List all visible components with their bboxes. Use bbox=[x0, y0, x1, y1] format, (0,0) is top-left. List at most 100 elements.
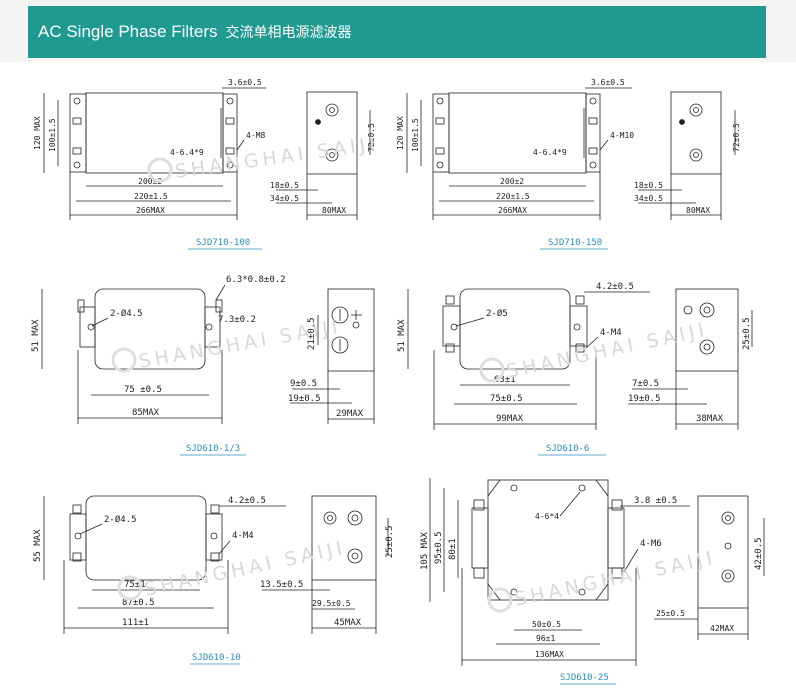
sjd710-100-front-view: 3.6±0.5 120 MAX 100±1.5 4-6.4*9 4-M8 200… bbox=[33, 78, 266, 220]
sjd610-25-dim-50: 50±0.5 bbox=[532, 620, 561, 629]
sjd610-6-dim-38: 38MAX bbox=[696, 414, 724, 424]
sjd610-6-caption: SJD610-6 bbox=[546, 444, 589, 454]
sjd610-1-3-dim-75: 75 ±0.5 bbox=[124, 385, 162, 395]
sjd610-6-dim-75: 75±0.5 bbox=[490, 394, 523, 404]
sjd610-10-dim-75: 75±1 bbox=[124, 580, 146, 590]
sjd610-10-dim-87: 87±0.5 bbox=[122, 598, 155, 608]
sjd610-1-3-dim-7-3: 7.3±0.2 bbox=[218, 315, 256, 325]
sjd610-1-3-dim-85: 85MAX bbox=[132, 408, 160, 418]
banner-title-cn: 交流单相电源滤波器 bbox=[225, 25, 352, 41]
sjd610-25-dim-42max: 42MAX bbox=[710, 624, 734, 633]
sjd710-100-dim-200: 200±2 bbox=[138, 177, 162, 186]
sjd610-10-dim-45: 45MAX bbox=[334, 618, 362, 628]
sjd610-25-dim-3-8: 3.8 ±0.5 bbox=[634, 496, 677, 506]
sjd610-1-3-dim-29: 29MAX bbox=[336, 409, 364, 419]
sjd610-10-side-view: 25±0.5 13.5±0.5 29.5±0.5 45MAX bbox=[260, 495, 395, 634]
sjd610-10-dim-screw: 4-M4 bbox=[232, 531, 254, 541]
drawing-sjd610-6: 4.2±0.5 2-Ø5 4-M4 51 MAX 63±1 75±0.5 99M… bbox=[397, 282, 753, 456]
sjd610-25-dim-25: 25±0.5 bbox=[656, 609, 685, 618]
sjd610-25-caption: SJD610-25 bbox=[560, 673, 609, 683]
sjd610-25-dim-95: 95±0.5 bbox=[434, 531, 444, 564]
svg-text:SHANGHAI SAIJI: SHANGHAI SAIJI bbox=[142, 537, 348, 601]
sjd610-1-3-dim-21: 21±0.5 bbox=[307, 317, 317, 350]
sjd710-150-front-view: 3.6±0.5 120 MAX 100±1.5 4-6.4*9 4-M10 20… bbox=[396, 78, 634, 220]
sjd610-25-dim-42: 42±0.5 bbox=[754, 537, 764, 570]
sjd610-25-dim-80: 80±1 bbox=[448, 538, 458, 560]
header-bar: AC Single Phase Filters 交流单相电源滤波器 bbox=[0, 0, 796, 62]
sjd610-6-side-view: 25±0.5 7±0.5 19±0.5 38MAX bbox=[628, 288, 753, 430]
sjd610-1-3-caption: SJD610-1/3 bbox=[186, 444, 240, 454]
technical-drawings: 3.6±0.5 120 MAX 100±1.5 4-6.4*9 4-M8 200… bbox=[31, 78, 765, 685]
drawing-sjd610-25: 4-6*4 3.8 ±0.5 4-M6 105 MAX 95±0.5 80±1 … bbox=[420, 478, 765, 685]
sjd610-10-dim-25: 25±0.5 bbox=[385, 525, 395, 558]
sjd710-100-dim-220: 220±1.5 bbox=[134, 192, 168, 201]
sjd610-25-side-view: 42±0.5 25±0.5 42MAX bbox=[654, 495, 765, 640]
sjd610-25-front-view: 4-6*4 3.8 ±0.5 4-M6 105 MAX 95±0.5 80±1 … bbox=[420, 478, 690, 666]
sjd710-100-dim-hole: 4-6.4*9 bbox=[170, 148, 204, 157]
sjd710-100-dim-34: 34±0.5 bbox=[270, 194, 299, 203]
sjd610-25-dim-105: 105 MAX bbox=[420, 531, 430, 570]
sjd710-150-dim-200: 200±2 bbox=[500, 177, 524, 186]
sjd610-1-3-dim-19: 19±0.5 bbox=[288, 394, 321, 404]
sjd710-100-dim-3-6: 3.6±0.5 bbox=[228, 78, 262, 87]
sjd710-150-caption: SJD710-150 bbox=[548, 238, 602, 248]
sjd710-100-dim-80: 80MAX bbox=[322, 206, 346, 215]
svg-text:SHANGHAI SAIJI: SHANGHAI SAIJI bbox=[174, 133, 381, 183]
drawing-sjd710-150: 3.6±0.5 120 MAX 100±1.5 4-6.4*9 4-M10 20… bbox=[396, 78, 741, 250]
svg-text:SHANGHAI SAIJI: SHANGHAI SAIJI bbox=[512, 547, 718, 611]
sjd610-1-3-front-view: 6.3*0.8±0.2 2-Ø4.5 7.3±0.2 51 MAX 75 ±0.… bbox=[31, 275, 286, 424]
banner-title-en: AC Single Phase Filters bbox=[38, 22, 218, 41]
sjd710-100-side-view: 72±0.5 18±0.5 34±0.5 80MAX bbox=[270, 91, 376, 220]
sjd610-6-dim-19: 19±0.5 bbox=[628, 394, 661, 404]
sjd710-150-dim-100: 100±1.5 bbox=[411, 118, 420, 152]
sjd710-100-dim-72: 72±0.5 bbox=[367, 123, 376, 152]
sjd610-6-dim-25: 25±0.5 bbox=[742, 317, 752, 350]
sjd610-6-dim-hole: 2-Ø5 bbox=[486, 308, 508, 319]
sjd610-25-dim-screw: 4-M6 bbox=[640, 539, 662, 549]
drawing-sjd710-100: 3.6±0.5 120 MAX 100±1.5 4-6.4*9 4-M8 200… bbox=[33, 78, 376, 250]
sjd610-10-dim-13-5: 13.5±0.5 bbox=[260, 580, 303, 590]
sjd610-1-3-dim-9: 9±0.5 bbox=[290, 379, 317, 389]
sjd610-1-3-dim-slot: 6.3*0.8±0.2 bbox=[226, 275, 286, 285]
sjd710-100-dim-100: 100±1.5 bbox=[48, 118, 57, 152]
sjd710-100-caption: SJD710-100 bbox=[196, 238, 250, 248]
sjd710-100-dim-18: 18±0.5 bbox=[270, 181, 299, 190]
title-banner: AC Single Phase Filters 交流单相电源滤波器 bbox=[28, 6, 766, 58]
sjd710-150-dim-screw: 4-M10 bbox=[610, 131, 634, 140]
sjd610-6-dim-screw: 4-M4 bbox=[600, 328, 622, 338]
sjd710-150-dim-72: 72±0.5 bbox=[732, 123, 741, 152]
sjd710-150-side-view: 72±0.5 18±0.5 34±0.5 80MAX bbox=[634, 91, 741, 220]
drawing-sjd610-1-3: 6.3*0.8±0.2 2-Ø4.5 7.3±0.2 51 MAX 75 ±0.… bbox=[31, 275, 375, 456]
sjd710-150-dim-34: 34±0.5 bbox=[634, 194, 663, 203]
sjd610-10-dim-hole: 2-Ø4.5 bbox=[104, 514, 137, 525]
sjd610-10-dim-29-5: 29.5±0.5 bbox=[312, 599, 351, 608]
sjd610-6-dim-7: 7±0.5 bbox=[632, 379, 659, 389]
sjd710-150-dim-18: 18±0.5 bbox=[634, 181, 663, 190]
sjd610-6-dim-51: 51 MAX bbox=[397, 319, 407, 352]
sjd710-150-dim-220: 220±1.5 bbox=[496, 192, 530, 201]
sjd610-6-front-view: 4.2±0.5 2-Ø5 4-M4 51 MAX 63±1 75±0.5 99M… bbox=[397, 282, 650, 430]
sjd710-150-dim-hole: 4-6.4*9 bbox=[533, 148, 567, 157]
sjd610-25-dim-96: 96±1 bbox=[536, 634, 555, 643]
sjd710-100-dim-screw: 4-M8 bbox=[246, 131, 265, 140]
sjd610-10-front-view: 4.2±0.5 2-Ø4.5 4-M4 55 MAX 75±1 87±0.5 1… bbox=[33, 495, 286, 634]
sjd710-150-dim-266: 266MAX bbox=[498, 206, 527, 215]
sjd610-10-dim-4-2: 4.2±0.5 bbox=[228, 496, 266, 506]
sjd610-6-dim-63: 63±1 bbox=[494, 375, 516, 385]
sjd710-100-dim-266: 266MAX bbox=[136, 206, 165, 215]
sjd610-10-caption: SJD610-10 bbox=[192, 653, 241, 663]
sjd710-150-dim-120: 120 MAX bbox=[396, 116, 405, 150]
sjd610-25-dim-hole: 4-6*4 bbox=[535, 512, 559, 521]
sjd610-1-3-side-view: 21±0.5 9±0.5 19±0.5 29MAX bbox=[288, 288, 375, 424]
sjd710-150-dim-80: 80MAX bbox=[686, 206, 710, 215]
sjd610-6-dim-99: 99MAX bbox=[496, 414, 524, 424]
sjd610-10-dim-55: 55 MAX bbox=[33, 529, 43, 562]
sjd610-1-3-dim-hole: 2-Ø4.5 bbox=[110, 308, 143, 319]
sjd610-1-3-dim-51: 51 MAX bbox=[31, 319, 41, 352]
sjd610-6-dim-4-2: 4.2±0.5 bbox=[596, 282, 634, 292]
sjd610-10-dim-111: 111±1 bbox=[122, 618, 149, 628]
sjd710-150-dim-3-6: 3.6±0.5 bbox=[591, 78, 625, 87]
sjd710-100-dim-120: 120 MAX bbox=[33, 116, 42, 150]
sjd610-25-dim-136: 136MAX bbox=[535, 650, 564, 659]
drawing-sjd610-10: 4.2±0.5 2-Ø4.5 4-M4 55 MAX 75±1 87±0.5 1… bbox=[33, 495, 395, 665]
